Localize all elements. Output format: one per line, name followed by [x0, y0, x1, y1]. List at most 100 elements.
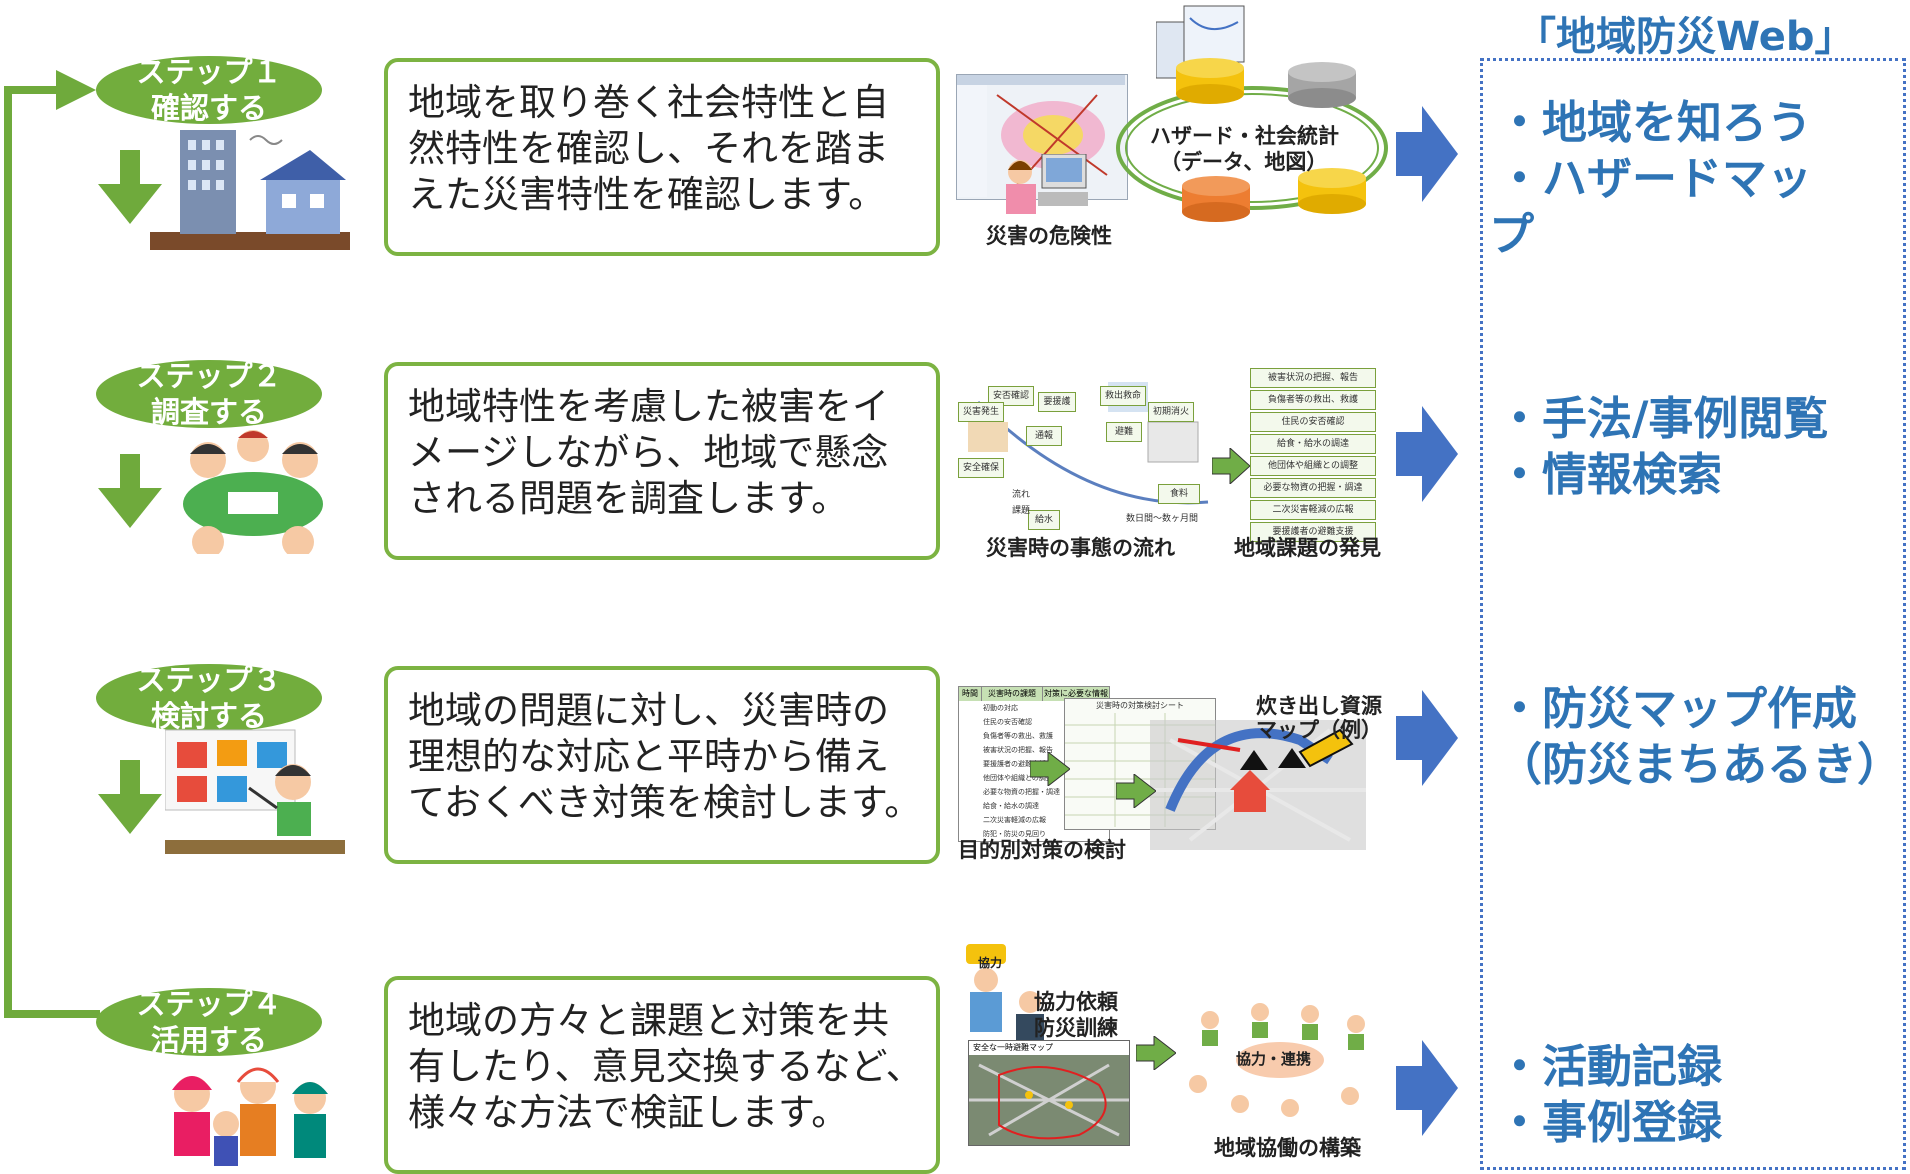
step-1-caption-data-map: （データ、地図） — [1160, 150, 1328, 174]
evacuation-map-title: 安全な一時避難マップ — [969, 1041, 1129, 1055]
data-ring-icon — [1116, 86, 1388, 210]
table-row: 住民の安否確認 — [983, 718, 1032, 726]
step-1-badge: ステップ１ 確認する — [96, 55, 322, 125]
flow-period-label: 数日間～数ヶ月間 — [1125, 514, 1198, 524]
group-discussion-illustration-icon — [183, 430, 323, 554]
loop-arrowhead-icon — [56, 70, 96, 110]
step-3-blue-arrow-icon — [1396, 690, 1458, 786]
table-row: 二次災害軽減の広報 — [983, 816, 1046, 824]
web-item: ・事例登録 — [1497, 1096, 1723, 1149]
web-item: （防災まちあるき） — [1497, 738, 1903, 791]
step-1-down-arrow-icon — [98, 150, 162, 224]
step-4-blue-arrow-icon — [1396, 1040, 1458, 1136]
flow-label: 避難 — [1106, 422, 1142, 442]
step-4-caption-collaboration: 協力・連携 — [1236, 1050, 1312, 1068]
issue-item: 他団体や組織との調整 — [1250, 456, 1376, 476]
step-4-green-arrow-icon — [1136, 1036, 1176, 1070]
step-4-description-line: 様々な方法で検証します。 — [408, 1091, 849, 1134]
table-row: 要援護者の避難支援 — [983, 760, 1046, 768]
community-network-icon — [1189, 1003, 1365, 1117]
step-4-caption-cooperation: 協力 — [978, 956, 1003, 970]
web-items-step-1: ・地域を知ろう ・ハザードマッ プ — [1489, 95, 1813, 263]
resource-map-icon — [1150, 720, 1366, 850]
web-panel-title: 「地域防災Web」 — [1516, 14, 1855, 60]
table-row: 負傷者等の救出、救護 — [983, 732, 1053, 740]
flow-label: 災害発生 — [958, 402, 1004, 422]
flow-legend-label: 流れ — [1011, 490, 1030, 500]
step-3-caption-example: マップ（例） — [1256, 718, 1382, 742]
step-2-badge: ステップ２ 調査する — [96, 359, 322, 429]
table-header: 対策に必要な情報 — [1044, 689, 1108, 698]
web-item: ・ハザードマッ — [1497, 152, 1813, 205]
step-3-description-line: 地域の問題に対し、災害時の — [408, 689, 889, 732]
step-2-badge-action: 調査する — [150, 395, 267, 429]
sheet-title: 災害時の対策検討シート — [1096, 701, 1184, 710]
step-1-description-line: 地域を取り巻く社会特性と自 — [408, 81, 889, 124]
step-3-down-arrow-icon — [98, 760, 162, 834]
flow-label: 救出救命 — [1100, 386, 1146, 406]
issue-item: 給食・給水の調達 — [1250, 434, 1376, 454]
evacuating-family-illustration-icon — [172, 1067, 328, 1166]
database-gray-icon — [1288, 62, 1356, 108]
step-3-badge-number: ステップ３ — [136, 663, 282, 697]
step-4-description-line: 有したり、意見交換するなど、 — [408, 1045, 923, 1088]
loop-connector-vertical — [4, 86, 12, 1018]
step-4-badge: ステップ４ 活用する — [96, 987, 322, 1057]
flow-label: 安全確保 — [958, 458, 1004, 478]
web-item: ・防災マップ作成 — [1497, 682, 1858, 735]
presenter-illustration-icon — [165, 729, 345, 854]
issue-item: 負傷者等の救出、救護 — [1250, 390, 1376, 410]
flow-label: 要援護 — [1038, 392, 1076, 412]
step-1-caption-danger: 災害の危険性 — [986, 224, 1112, 248]
step-3-green-arrow-icon-2 — [1116, 774, 1156, 808]
step-4-badge-action: 活用する — [150, 1023, 267, 1057]
web-item: ・地域を知ろう — [1497, 96, 1813, 149]
step-4-description-line: 地域の方々と課題と対策を共 — [408, 999, 889, 1042]
evacuation-map-icon — [969, 1063, 1129, 1140]
flow-legend-label: 課題 — [1011, 506, 1030, 516]
table-row: 給食・給水の調達 — [983, 802, 1039, 810]
web-items-step-2: ・手法/事例閲覧 ・情報検索 — [1497, 391, 1828, 503]
step-4-description-box: 地域の方々と課題と対策を共 有したり、意見交換するなど、 様々な方法で検証します… — [384, 976, 940, 1174]
issue-item: 必要な物資の把握・調達 — [1250, 478, 1376, 498]
step-4-caption-drill: 防災訓練 — [1034, 1016, 1118, 1040]
step-2-caption-event-flow: 災害時の事態の流れ — [986, 536, 1175, 560]
step-1-description-box: 地域を取り巻く社会特性と自 然特性を確認し、それを踏ま えた災害特性を確認します… — [384, 58, 940, 256]
step-1-description-line: 然特性を確認し、それを踏ま — [408, 127, 889, 170]
flow-label: 通報 — [1026, 426, 1062, 446]
step-2-caption-issue-discovery: 地域課題の発見 — [1234, 536, 1381, 560]
step-3-badge: ステップ３ 検討する — [96, 663, 322, 733]
step-1-caption-hazard: ハザード・社会統計 — [1150, 124, 1339, 148]
table-row: 被害状況の把握、報告 — [983, 746, 1053, 754]
flow-label: 食料 — [1158, 484, 1200, 504]
step-4-caption-request: 協力依頼 — [1034, 990, 1118, 1014]
step-3-caption-resource-map: 炊き出し資源 — [1256, 694, 1382, 718]
issue-item: 要援護者の避難支援 — [1250, 522, 1376, 542]
loop-connector-top — [4, 86, 68, 94]
table-header: 災害時の課題 — [982, 687, 1043, 701]
table-row: 必要な物資の把握・調達 — [983, 788, 1060, 796]
flow-label: 安否確認 — [988, 386, 1034, 406]
table-row: 他団体や組織との調整 — [983, 774, 1053, 782]
web-panel: ・地域を知ろう ・ハザードマッ プ ・手法/事例閲覧 ・情報検索 ・防災マップ作… — [1480, 58, 1906, 1170]
issue-list: 被害状況の把握、報告 負傷者等の救出、救護 住民の安否確認 給食・給水の調達 他… — [1250, 368, 1376, 544]
map-documents-icon — [1156, 5, 1245, 79]
step-4-caption-community: 地域協働の構築 — [1214, 1136, 1361, 1160]
database-yellow-2-icon — [1298, 168, 1366, 214]
step-1-description-line: えた災害特性を確認します。 — [408, 173, 886, 216]
step-3-green-arrow-icon-1 — [1030, 752, 1070, 786]
issue-item: 住民の安否確認 — [1250, 412, 1376, 432]
web-item: ・情報検索 — [1497, 448, 1723, 501]
web-item: プ — [1489, 208, 1535, 261]
step-2-down-arrow-icon — [98, 454, 162, 528]
step-1-badge-number: ステップ１ — [136, 55, 282, 89]
loop-connector-bottom — [4, 1010, 100, 1018]
step-2-description-box: 地域特性を考慮した被害をイ メージしながら、地域で懸念 される問題を調査します。 — [384, 362, 940, 560]
hazard-map-icon — [957, 75, 1125, 197]
hazard-map-screenshot — [956, 74, 1128, 200]
table-header: 時間 — [959, 687, 982, 701]
step-2-description-line: メージしながら、地域で懸念 — [408, 431, 889, 474]
step-3-description-line: ておくべき対策を検討します。 — [408, 781, 922, 824]
person-at-computer-icon — [1006, 154, 1088, 214]
web-items-step-4: ・活動記録 ・事例登録 — [1497, 1039, 1722, 1151]
